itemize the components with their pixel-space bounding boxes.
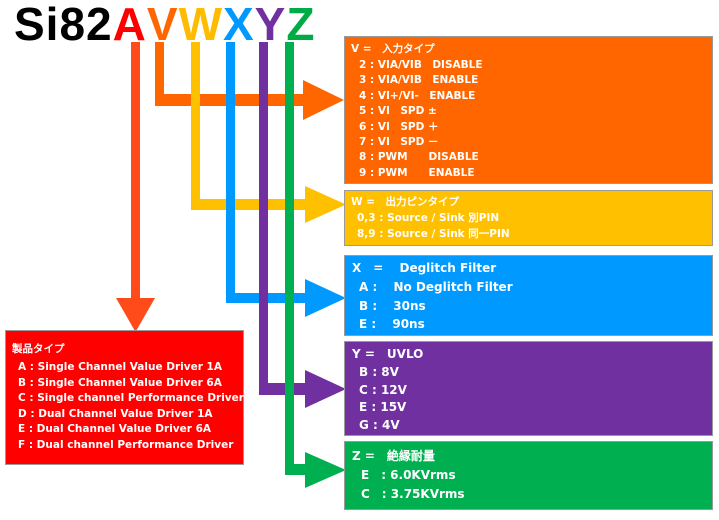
z-option: C : 3.75KVrms	[361, 486, 465, 501]
z-isolation-rating-box: Z = 絶縁耐量 E : 6.0KVrms C : 3.75KVrms	[344, 441, 713, 510]
v-box-header: V = 入力タイプ	[351, 43, 435, 55]
v-option: 5 : VI SPD ±	[359, 105, 437, 118]
v-option: 2 : VIA/VIB DISABLE	[359, 59, 483, 71]
y-uvlo-box: Y = UVLO B : 8V C : 12V E : 15V G : 4V	[344, 341, 713, 436]
v-option: 8 : PWM DISABLE	[359, 151, 479, 164]
x-option: A : No Deglitch Filter	[359, 280, 513, 294]
w-box-header: W = 出力ピンタイプ	[351, 196, 460, 208]
product-option: F : Dual channel Performance Driver	[18, 438, 234, 451]
v-option: 7 : VI SPD －	[359, 136, 439, 149]
product-box-header: 製品タイプ	[12, 343, 65, 355]
y-option: B : 8V	[359, 365, 399, 379]
arrow-v	[155, 42, 344, 120]
w-option: 0,3 : Source / Sink 別PIN	[357, 212, 500, 224]
arrow-z	[285, 42, 346, 488]
arrow-product	[116, 42, 155, 332]
title-prefix: Si82	[14, 0, 113, 50]
product-option: A : Single Channel Value Driver 1A	[18, 361, 222, 373]
y-box-header: Y = UVLO	[352, 347, 424, 361]
title-letter-z: Z	[286, 0, 316, 50]
title-letter-x: X	[222, 0, 255, 50]
y-option: E : 15V	[359, 400, 407, 414]
z-box-header: Z = 絶縁耐量	[352, 449, 435, 463]
x-option: E : 90ns	[359, 317, 425, 331]
z-option: E : 6.0KVrms	[361, 468, 456, 482]
product-option: C : Single channel Performance Driver	[18, 392, 244, 404]
x-deglitch-filter-box: X = Deglitch Filter A : No Deglitch Filt…	[344, 255, 713, 336]
v-option: 4 : VI+/VI- ENABLE	[359, 89, 476, 102]
arrow-y	[259, 42, 346, 408]
product-option: D : Dual Channel Value Driver 1A	[18, 407, 213, 420]
v-option: 9 : PWM ENABLE	[359, 166, 475, 179]
x-box-header: X = Deglitch Filter	[352, 261, 497, 275]
title-letter-w: W	[178, 0, 223, 50]
title-letter-y: Y	[254, 0, 287, 50]
title-letter-a: A	[112, 0, 147, 50]
product-type-box: 製品タイプ A : Single Channel Value Driver 1A…	[5, 330, 244, 465]
arrow-w	[191, 42, 346, 223]
y-option: G : 4V	[359, 417, 400, 432]
v-option: 3 : VIA/VIB ENABLE	[359, 74, 479, 87]
x-option: B : 30ns	[359, 298, 426, 313]
w-output-pin-type-box: W = 出力ピンタイプ 0,3 : Source / Sink 別PIN 8,9…	[344, 190, 713, 246]
v-option: 6 : VI SPD ＋	[359, 120, 439, 133]
v-input-type-box: V = 入力タイプ 2 : VIA/VIB DISABLE 3 : VIA/VI…	[344, 36, 713, 184]
y-option: C : 12V	[359, 382, 407, 397]
w-option: 8,9 : Source / Sink 同一PIN	[357, 227, 510, 240]
product-option: B : Single Channel Value Driver 6A	[18, 376, 222, 389]
part-number-title: Si82AVWXYZ	[14, 0, 315, 50]
title-letter-v: V	[146, 0, 179, 50]
product-option: E : Dual Channel Value Driver 6A	[18, 423, 212, 435]
